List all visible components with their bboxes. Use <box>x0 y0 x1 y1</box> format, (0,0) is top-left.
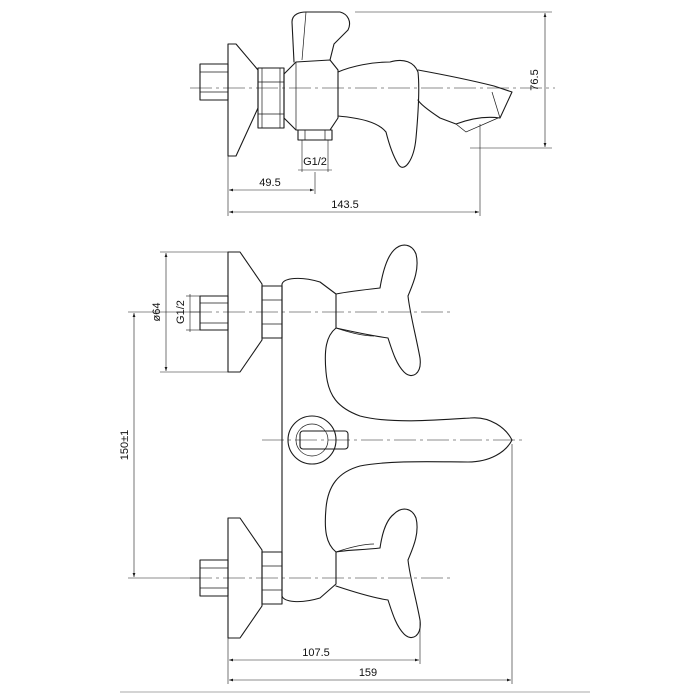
dim-front-outlet-depth: 107.5 <box>302 647 330 659</box>
dim-front-total-depth: 159 <box>359 667 377 679</box>
dim-top-thread: G1/2 <box>303 156 327 168</box>
dim-top-outlet-offset: 49.5 <box>259 177 280 189</box>
front-view-dimensions: ø64 G1/2 150±1 107.5 159 <box>119 251 513 684</box>
top-wall-flange <box>227 43 259 157</box>
top-inlet-pipe <box>199 63 229 101</box>
front-mixer-body <box>281 277 513 603</box>
top-view-dimensions: 76.5 G1/2 49.5 143.5 <box>227 11 552 216</box>
top-diverter-knob <box>291 11 351 63</box>
top-hex-nut <box>257 67 285 129</box>
diverter-knob-front <box>287 415 349 465</box>
dim-top-total-depth: 143.5 <box>331 199 359 211</box>
upper-inlet-pipe <box>199 295 229 331</box>
dim-front-center-distance: 150±1 <box>119 430 131 461</box>
top-view <box>190 11 555 168</box>
lower-lever-handle <box>335 508 421 638</box>
upper-lever-handle <box>335 244 421 376</box>
top-outlet-fitting <box>297 129 333 141</box>
dim-top-height: 76.5 <box>529 69 541 90</box>
top-lever-handle <box>337 59 420 168</box>
top-spout <box>417 69 513 125</box>
front-view <box>190 244 525 639</box>
top-mixer-body <box>283 59 339 131</box>
